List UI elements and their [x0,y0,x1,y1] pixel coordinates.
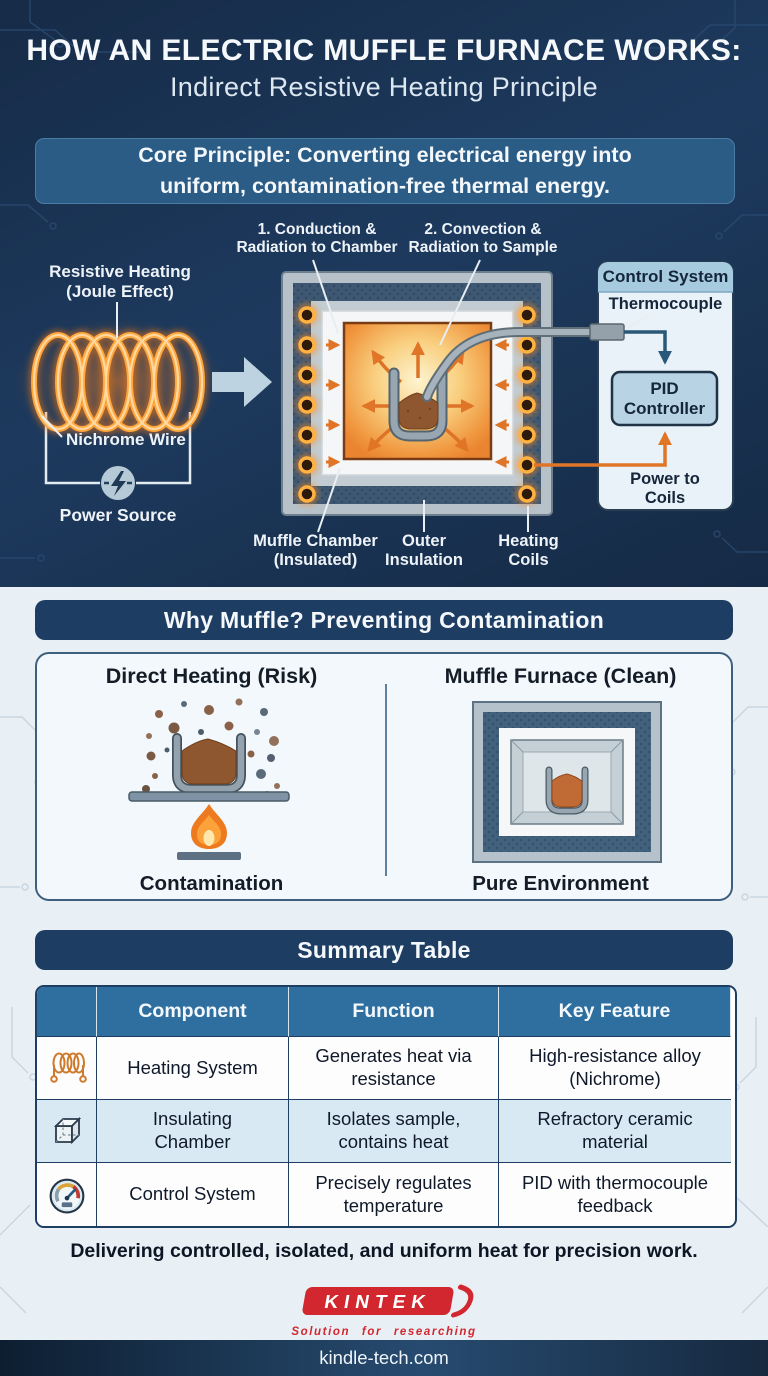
muffle-furnace-illustration [472,701,662,863]
power-source-icon [101,466,135,500]
hot-plate [128,791,290,802]
core-principle-text: Core Principle: Converting electrical en… [138,143,632,198]
panel-divider [385,684,387,876]
label-step1: 1. Conduction & Radiation to Chamber [236,221,398,257]
summary-table-heading-text: Summary Table [297,936,471,963]
table-cell-key-feature: Refractory ceramic material [499,1100,731,1163]
label-thermocouple: Thermocouple [608,295,723,313]
table-header-function: Function [289,987,499,1037]
circuit-traces [0,0,768,562]
burner-base [177,852,241,860]
header-section: HOW AN ELECTRIC MUFFLE FURNACE WORKS: In… [0,0,768,587]
page-subtitle: Indirect Resistive Heating Principle [170,72,598,102]
label-step2: 2. Convection & Radiation to Sample [408,221,558,257]
heating-coils [295,303,539,506]
contamination-caption: Contamination [139,872,284,895]
table-header-component: Component [97,987,289,1037]
kintek-logo: KINTEK [302,1284,474,1318]
direct-heating-title: Direct Heating (Risk) [105,664,318,688]
coil-icon [49,1052,87,1083]
circuit-wire [44,412,192,485]
direct-heating-illustration [128,698,290,860]
comparison-panel: Direct Heating (Risk) Muffle Furnace (Cl… [35,652,733,901]
core-principle-box: Core Principle: Converting electrical en… [35,138,735,204]
kintek-logo-text: KINTEK [323,1292,433,1313]
table-cell-key-feature: PID with thermocouple feedback [499,1163,731,1226]
label-nichrome-wire: Nichrome Wire [66,430,186,449]
furnace-cross-section [281,271,605,516]
table-cell-function: Precisely regulates temperature [289,1163,499,1226]
coil-heat-arrows [326,339,509,468]
label-power-source: Power Source [59,505,177,525]
thermocouple-probe [422,327,605,402]
furnace-principle-diagram [0,0,768,562]
table-cell-icon [37,1037,97,1100]
table-cell-function: Isolates sample, contains heat [289,1100,499,1163]
label-power-to-coils: Power to Coils [630,470,700,508]
thermocouple-connector [589,323,625,341]
feedback-wire [624,330,672,365]
label-resistive-heating: Resistive Heating (Joule Effect) [49,262,191,302]
table-cell-icon [37,1100,97,1163]
muffle-furnace-title: Muffle Furnace (Clean) [444,664,677,688]
protected-crucible [545,766,589,815]
label-outer-insulation: Outer Insulation [385,532,463,570]
pure-environment-caption: Pure Environment [472,872,649,895]
gauge-icon [49,1178,84,1213]
pid-controller-box [610,370,719,427]
table-cell-component: Control System [97,1163,289,1226]
why-muffle-heading-text: Why Muffle? Preventing Contamination [163,606,605,633]
footer-bar: kindle-tech.com [0,1340,768,1376]
table-header-icon [37,987,97,1037]
arrow-right-icon [212,357,272,407]
brand-block: KINTEK Solution for researching [0,1284,768,1338]
leader-lines [41,259,649,533]
table-cell-key-feature: High-resistance alloy (Nichrome) [499,1037,731,1100]
summary-table-heading: Summary Table [35,930,733,970]
content-section: Why Muffle? Preventing Contamination Dir… [0,587,768,1340]
table-cell-function: Generates heat via resistance [289,1037,499,1100]
page-title: HOW AN ELECTRIC MUFFLE FURNACE WORKS: [26,34,742,67]
website-link[interactable]: kindle-tech.com [319,1347,449,1368]
label-muffle-chamber: Muffle Chamber (Insulated) [253,532,378,570]
table-cell-component: Heating System [97,1037,289,1100]
table-cell-icon [37,1163,97,1226]
brand-slogan: Solution for researching [291,1326,477,1338]
summary-table: Component Function Key Feature Heating S… [35,985,737,1228]
nichrome-coil-illustration [13,318,223,500]
label-heating-coils: Heating Coils [498,532,559,570]
flame-icon [191,804,227,849]
table-cell-component: Insulating Chamber [97,1100,289,1163]
label-pid-controller: PID Controller [623,379,706,419]
open-crucible [172,733,246,794]
label-control-system: Control System [602,267,729,286]
control-system-panel [534,261,734,511]
cube-icon [53,1116,81,1145]
crucible [388,367,448,442]
power-wire [534,431,672,467]
tagline: Delivering controlled, isolated, and uni… [70,1240,698,1262]
table-header-key-feature: Key Feature [499,987,731,1037]
why-muffle-heading: Why Muffle? Preventing Contamination [35,600,733,640]
